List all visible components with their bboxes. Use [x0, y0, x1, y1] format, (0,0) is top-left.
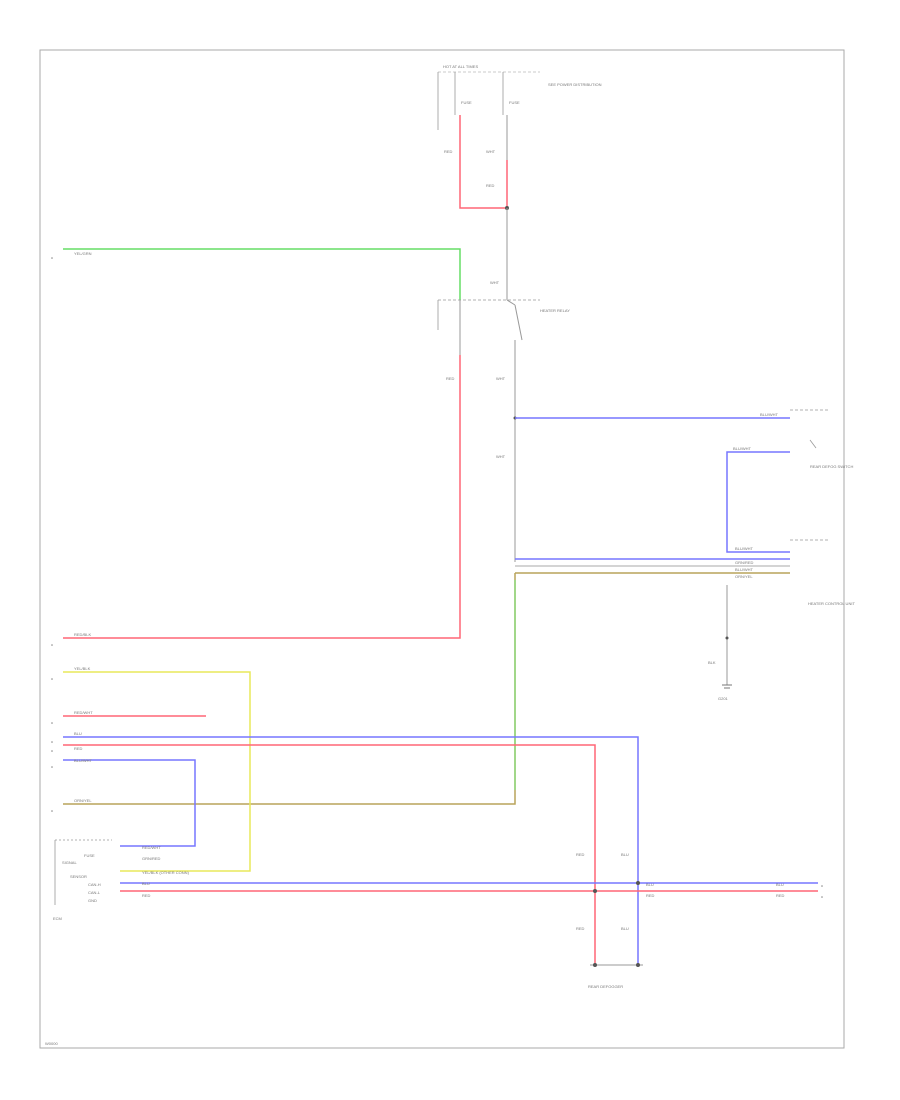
ecm-name: ECM — [53, 916, 62, 921]
rear-defogger: REAR DEFOGGER — [588, 963, 643, 989]
wire-olive-long — [63, 573, 516, 805]
page-code: W0000 — [45, 1041, 58, 1046]
relay: WHT HEATER RELAY RED WHT WHT — [437, 280, 570, 459]
bot-label-blu-bot: BLU — [621, 926, 629, 931]
fuse-block-title: HOT AT ALL TIMES — [443, 64, 478, 69]
ground-symbol — [722, 684, 732, 689]
conn-right-label-2: RED — [646, 893, 655, 898]
conn-wire-label-2: GRN/RED — [142, 856, 161, 861]
wire-red-relay-out — [63, 355, 461, 639]
wire-label-green: YEL/GRN — [74, 251, 92, 256]
relay-out-right: WHT — [496, 376, 506, 381]
wire-label-mid-vertical: WHT — [496, 454, 506, 459]
fuse-note: SEE POWER DISTRIBUTION — [548, 82, 602, 87]
wire-yellow — [63, 671, 251, 872]
right-edge-marks — [821, 885, 823, 898]
unit-wire-label-4: ORN/YEL — [735, 574, 753, 579]
left-wire-label-4: BLU — [74, 731, 82, 736]
splice-bottom-blue — [636, 881, 640, 885]
switch-wire-label-2: BLU/WHT — [733, 446, 752, 451]
heater-control-unit: HEATER CONTROL UNIT — [790, 539, 855, 606]
relay-out-left: RED — [446, 376, 455, 381]
pin-label-6: GND — [88, 898, 97, 903]
left-wire-label-1: RED/BLK — [74, 632, 91, 637]
pin-label-2: SIGNAL — [62, 860, 77, 865]
conn-right-label-1: BLU — [646, 882, 654, 887]
unit-wire-label-1: BLU/WHT — [735, 546, 754, 551]
left-wire-label-2: YEL/BLK — [74, 666, 91, 671]
conn-wire-label-5: RED — [142, 893, 151, 898]
rear-defog-switch: REAR DEFOG SWITCH — [790, 409, 853, 469]
left-edge-marks — [51, 257, 53, 812]
fuse-label-b: FUSE — [509, 100, 520, 105]
bot-label-red-top: RED — [576, 852, 585, 857]
left-wire-label-7: ORN/YEL — [74, 798, 92, 803]
unit-name: HEATER CONTROL UNIT — [808, 601, 855, 606]
conn-wire-label-1: RED/WHT — [142, 845, 161, 850]
switch-wire-label-1: BLU/WHT — [760, 412, 779, 417]
pin-label-5: CAN-L — [88, 890, 101, 895]
fuse-block: HOT AT ALL TIMES FUSE FUSE SEE POWER DIS… — [437, 64, 602, 188]
ecm-connector: FUSE SIGNAL SENSOR CAN-H CAN-L GND ECM — [53, 839, 112, 921]
splice-ground — [725, 636, 729, 640]
left-wire-label-3: RED/WHT — [74, 710, 93, 715]
pin-label-3: SENSOR — [70, 874, 87, 879]
conn-wire-label-3: YEL/BLK (OTHER CONN) — [142, 870, 190, 875]
relay-name: HEATER RELAY — [540, 308, 570, 313]
wire-blue-connector — [63, 759, 196, 847]
conn-wire-label-4: BLU — [142, 881, 150, 886]
pin-label-4: CAN-H — [88, 882, 101, 887]
unit-wire-label-2: GRN/RED — [735, 560, 754, 565]
bot-label-blu-top: BLU — [621, 852, 629, 857]
wire-red-fuse-loop — [459, 115, 507, 209]
diagram-frame — [39, 49, 845, 1049]
ground-name: G201 — [718, 696, 729, 701]
rear-defogger-name: REAR DEFOGGER — [588, 984, 623, 989]
fuse-label-a: FUSE — [461, 100, 472, 105]
bot-label-red-bot: RED — [576, 926, 585, 931]
wire-green — [63, 248, 461, 300]
pin-label-1: FUSE — [84, 853, 95, 858]
wire-label-top-left: RED — [444, 149, 453, 154]
ground-wire-label: BLK — [708, 660, 716, 665]
wire-blue-switch-return — [726, 451, 790, 553]
splice-bottom-red — [593, 889, 597, 893]
unit-wire-label-3: BLU/WHT — [735, 567, 754, 572]
wire-label-top-right: WHT — [486, 149, 496, 154]
left-wire-label-5: RED — [74, 746, 83, 751]
switch-name: REAR DEFOG SWITCH — [810, 464, 853, 469]
relay-wire-top: WHT — [490, 280, 500, 285]
wire-label-top-mid: RED — [486, 183, 495, 188]
wire-blue-long — [63, 736, 639, 965]
left-wire-label-6: BLU/WHT — [74, 758, 93, 763]
conn-right-label-4: RED — [776, 893, 785, 898]
conn-right-label-3: BLU — [776, 882, 784, 887]
